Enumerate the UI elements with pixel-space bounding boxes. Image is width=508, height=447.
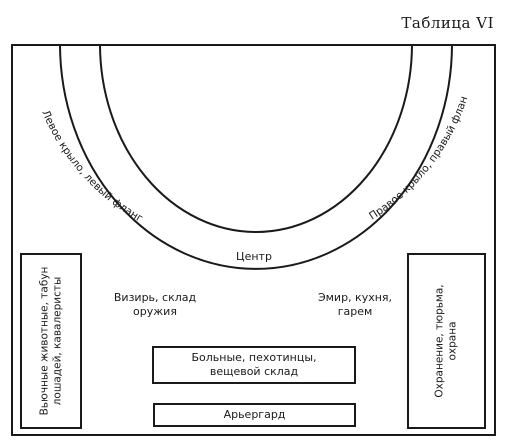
table-label: Таблица VI [401, 14, 494, 32]
inner-formation-arc [99, 43, 413, 233]
emir-label-line1: Эмир, кухня, [317, 291, 393, 304]
sick-infantry-line2: вещевой склад [209, 365, 299, 378]
right-side-box-line1: Охранение, тюрьма, [433, 284, 446, 398]
vizier-label-line2: оружия [133, 305, 177, 318]
left-side-box: Вьючные животные, табун лошадей, кавалер… [20, 253, 82, 429]
camp-frame [11, 44, 496, 436]
right-wing-label: Правое крыло, правый фланг [0, 0, 470, 223]
emir-label-line2: гарем [337, 305, 373, 318]
emir-label: Эмир, кухня, гарем [300, 291, 410, 319]
right-side-box: Охранение, тюрьма, охрана [407, 253, 486, 429]
vizier-label: Визирь, склад оружия [100, 291, 210, 319]
rearguard-box: Арьергард [153, 403, 356, 427]
left-side-box-text: Вьючные животные, табун лошадей, кавалер… [38, 267, 64, 416]
outer-formation-arc [59, 43, 453, 270]
vizier-label-line1: Визирь, склад [113, 291, 197, 304]
sick-infantry-box: Больные, пехотинцы, вещевой склад [152, 346, 356, 384]
right-side-box-line2: охрана [446, 321, 459, 361]
right-side-box-text: Охранение, тюрьма, охрана [434, 284, 460, 397]
center-label: Центр [236, 250, 272, 263]
left-side-box-line2: лошадей, кавалеристы [51, 276, 64, 406]
left-side-box-line1: Вьючные животные, табун [38, 266, 51, 416]
sick-infantry-line1: Больные, пехотинцы, [191, 351, 317, 364]
rearguard-label: Арьергард [223, 408, 286, 421]
